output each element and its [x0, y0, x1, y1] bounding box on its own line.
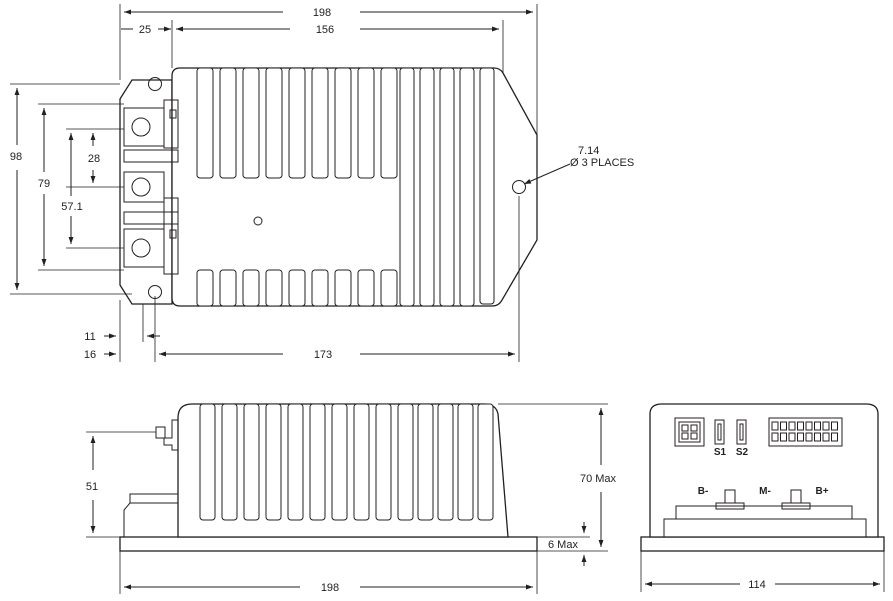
base-plate — [119, 536, 538, 552]
fin-top — [311, 67, 329, 179]
fin-top — [380, 67, 398, 179]
fin-top — [288, 67, 306, 179]
dim-max-height: 70 Max — [580, 473, 617, 485]
fin-full — [459, 67, 475, 307]
connector-pin — [814, 432, 821, 442]
top-view: 198 25 156 98 79 28 57.1 — [10, 4, 634, 362]
label-m-minus: M- — [759, 486, 771, 497]
connector-pin — [805, 432, 813, 442]
label-s2: S2 — [736, 447, 749, 458]
connector-pin — [822, 421, 830, 431]
connector-pin — [788, 421, 796, 431]
dim-base: 6 Max — [548, 539, 578, 551]
signal-connector-small — [674, 417, 705, 447]
label-b-plus: B+ — [815, 486, 828, 497]
side-heatsink-fins — [199, 403, 494, 521]
center-mount-hole — [253, 216, 263, 226]
connector-pin — [822, 432, 830, 442]
connector-pin — [788, 432, 796, 442]
fin-side — [243, 403, 260, 521]
fin-bottom — [380, 269, 398, 307]
connector-pin — [797, 432, 804, 442]
fin-top — [242, 67, 260, 179]
dim-flange: 25 — [139, 24, 151, 36]
switch-s1 — [714, 419, 725, 445]
connector-pin — [771, 432, 779, 442]
fin-full — [439, 67, 455, 307]
heatsink-fins — [196, 67, 495, 307]
side-connector — [163, 419, 178, 451]
hole-note-text: Ø 3 PLACES — [570, 157, 634, 169]
fin-top — [196, 67, 214, 179]
fin-bottom — [242, 269, 260, 307]
fin-side — [221, 403, 238, 521]
mount-hole-right — [512, 180, 526, 194]
connector-pin — [831, 421, 838, 431]
connector-pin — [780, 432, 787, 442]
fin-side — [397, 403, 414, 521]
fin-side — [477, 403, 494, 521]
dim-edge-11: 11 — [84, 331, 95, 343]
dim-body-width: 156 — [316, 24, 334, 36]
fin-side — [437, 403, 454, 521]
fin-top — [357, 67, 375, 179]
connector-pin — [814, 421, 821, 431]
side-view: 51 70 Max 6 Max 198 — [86, 403, 617, 594]
dim-edge-16: 16 — [84, 349, 96, 361]
fin-top — [334, 67, 352, 179]
fin-full — [419, 67, 435, 307]
connector-pin — [780, 421, 787, 431]
fin-bottom — [288, 269, 306, 307]
end-housing — [649, 403, 879, 538]
fin-bottom — [265, 269, 283, 307]
dim-terminal-height: 51 — [86, 481, 98, 493]
connector-pin — [831, 432, 838, 442]
dim-hole-spacing: 79 — [38, 178, 50, 190]
switch-s2 — [736, 419, 747, 445]
fin-top — [219, 67, 237, 179]
connector-pin — [797, 421, 804, 431]
fin-side — [287, 403, 304, 521]
fin-side — [375, 403, 392, 521]
dim-height-overall: 98 — [10, 151, 22, 163]
mount-hole-top — [148, 77, 162, 91]
dim-length: 198 — [321, 582, 339, 594]
hole-note-size: 7.14 — [578, 145, 599, 157]
fin-bottom — [357, 269, 375, 307]
fin-bottom — [196, 269, 214, 307]
dim-width: 114 — [748, 579, 766, 591]
dim-hole-to-hole: 173 — [314, 349, 332, 361]
dim-terminal-pitch: 28 — [88, 153, 100, 165]
connector-pin — [805, 421, 813, 431]
fin-side — [331, 403, 348, 521]
dim-terminal-span: 57.1 — [61, 201, 82, 213]
fin-bottom — [219, 269, 237, 307]
fin-side — [457, 403, 474, 521]
end-base-plate — [640, 536, 885, 552]
fin-full — [399, 67, 415, 307]
fin-bottom — [334, 269, 352, 307]
fin-side — [265, 403, 282, 521]
label-b-minus: B- — [698, 486, 709, 497]
fin-bottom — [311, 269, 329, 307]
fin-side — [353, 403, 370, 521]
fin-side — [309, 403, 326, 521]
end-power-terminals — [675, 489, 853, 520]
connector-pin — [771, 421, 779, 431]
fin-full — [479, 67, 495, 305]
heatsink-fins-lower — [196, 269, 398, 307]
side-terminal-block — [123, 502, 178, 538]
signal-connector-large — [768, 417, 843, 447]
fin-side — [417, 403, 434, 521]
label-s1: S1 — [714, 447, 727, 458]
end-view: S1 S2 B- M- B+ 114 — [640, 403, 885, 592]
fin-side — [199, 403, 216, 521]
dim-overall-width: 198 — [313, 7, 331, 19]
fin-top — [265, 67, 283, 179]
